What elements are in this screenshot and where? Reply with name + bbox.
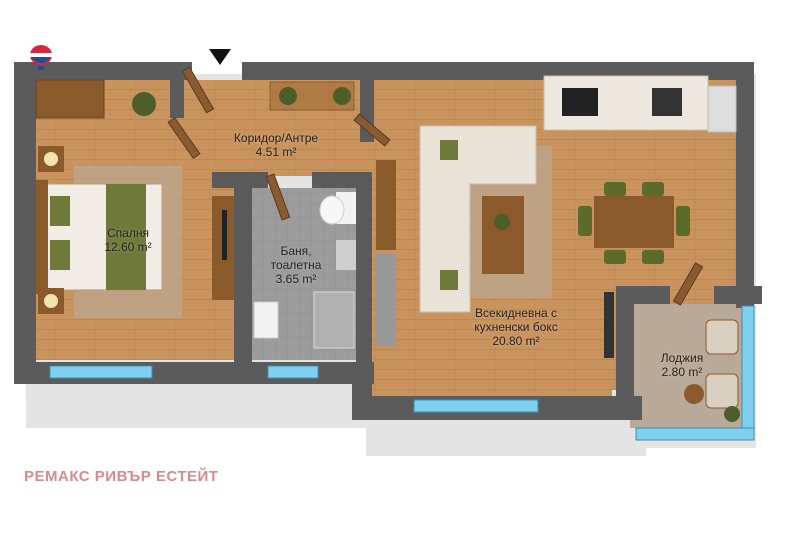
doors	[167, 66, 704, 306]
room-area: 3.65 m²	[275, 272, 317, 286]
lamp-1	[44, 152, 58, 166]
kitchen-sink	[652, 88, 682, 116]
brand-name: РЕМАКС РИВЪР ЕСТЕЙТ	[24, 468, 219, 485]
room-area: 12.60 m²	[104, 240, 152, 254]
room-name-line1: Всекидневна с	[475, 306, 557, 320]
wall-bath-right	[356, 172, 372, 386]
entrance-door	[181, 66, 215, 114]
room-name-line2: кухненски бокс	[474, 320, 558, 334]
living-door	[353, 113, 391, 147]
armchair-2	[705, 373, 739, 409]
room-name-line2: тоалетна	[270, 258, 322, 272]
wardrobe	[35, 79, 105, 119]
dining-chairs	[578, 182, 690, 264]
cooktop	[562, 88, 598, 116]
wall-bedroom-right	[234, 172, 252, 384]
plant-loggia	[724, 406, 740, 422]
wall-loggia-top2	[714, 286, 762, 304]
toilet	[319, 195, 345, 225]
window-living	[413, 399, 539, 413]
plant-bedroom	[132, 92, 156, 116]
windows	[49, 305, 755, 441]
corridor-furniture	[269, 81, 355, 111]
plant-corridor-1	[279, 87, 297, 105]
room-area: 20.80 m²	[492, 334, 540, 348]
shower	[313, 291, 355, 349]
bathroom-fixtures	[253, 192, 356, 349]
plant-table	[494, 214, 510, 230]
pillow-2	[50, 240, 70, 270]
coffee-table	[482, 196, 524, 274]
wall-bath-top	[212, 172, 268, 188]
sofa	[419, 125, 537, 313]
lamp-2	[44, 294, 58, 308]
bed-blanket	[106, 184, 146, 290]
room-name: Спалня	[107, 226, 149, 240]
window-bath	[267, 365, 319, 379]
room-label-living: Всекидневна с кухненски бокс 20.80 m²	[474, 306, 558, 348]
room-area: 4.51 m²	[255, 145, 297, 159]
room-name-line1: Баня,	[280, 244, 312, 258]
window-loggia-right	[741, 305, 755, 437]
room-label-loggia: Лоджия 2.80 m²	[661, 351, 704, 379]
wall-bedroom-corridor	[170, 62, 184, 118]
tv-living	[604, 292, 614, 358]
entrance-arrow-icon	[209, 49, 231, 65]
sink	[253, 301, 279, 339]
wall-loggia-top	[616, 286, 670, 304]
pillow-1	[50, 196, 70, 226]
wall-left	[14, 62, 36, 384]
shelf-unit	[376, 160, 396, 250]
dining-table	[594, 196, 674, 248]
wall-top-bedroom	[14, 62, 192, 80]
bedroom-furniture	[35, 79, 234, 318]
room-label-bedroom: Спалня 12.60 m²	[104, 226, 151, 254]
room-label-corridor: Коридор/Антре 4.51 m²	[234, 131, 318, 159]
tall-cabinet	[376, 254, 396, 346]
wall-right	[736, 62, 754, 308]
bed-headboard	[36, 180, 48, 294]
plant-corridor-2	[333, 87, 351, 105]
sofa-pillow-2	[440, 270, 458, 290]
fridge	[707, 85, 737, 133]
bedroom-door	[167, 116, 201, 160]
bathroom-door	[265, 173, 291, 221]
side-table	[684, 384, 704, 404]
washing-machine	[336, 240, 356, 270]
living-furniture	[376, 75, 737, 358]
wall-loggia-left	[616, 286, 634, 420]
window-bedroom	[49, 365, 153, 379]
loggia-door	[672, 262, 704, 306]
tv	[222, 210, 227, 260]
remax-balloon-logo	[30, 45, 52, 70]
room-label-bathroom: Баня, тоалетна 3.65 m²	[271, 244, 322, 286]
room-area: 2.80 m²	[661, 365, 703, 379]
living-floor-lower	[372, 360, 612, 396]
room-name: Коридор/Антре	[233, 131, 319, 145]
loggia-furniture	[684, 319, 740, 422]
sofa-pillow-1	[440, 140, 458, 160]
room-name: Лоджия	[660, 351, 704, 365]
armchair-1	[705, 319, 739, 355]
window-loggia-bottom	[635, 427, 755, 441]
